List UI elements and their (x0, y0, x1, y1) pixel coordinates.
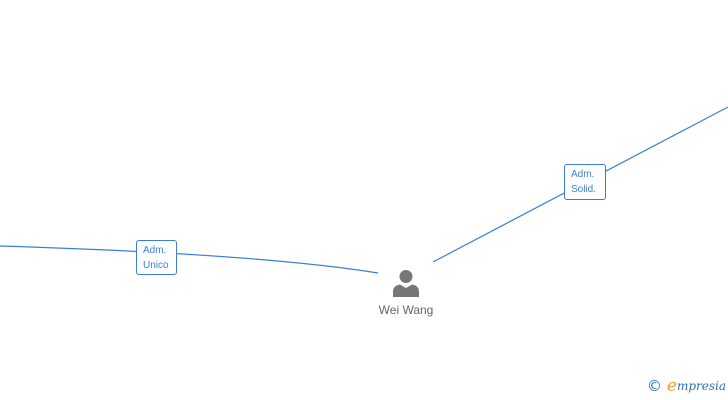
role-label-line2: Solid. (571, 184, 597, 195)
edge-left-company (0, 245, 379, 274)
role-label-line1: Adm. (143, 245, 167, 256)
role-label-line1: Adm. (571, 169, 595, 180)
person-icon (393, 270, 419, 297)
brand-logo-text: mpresia (676, 379, 726, 393)
copyright-icon: © (646, 377, 662, 395)
brand-logo: © e mpresia (647, 376, 726, 396)
person-node[interactable]: Wei Wang (368, 268, 444, 324)
person-name[interactable]: Wei Wang (378, 303, 434, 317)
role-label-line2: Unico (143, 260, 169, 271)
role-label-adm-unico[interactable]: Adm. Unico (136, 240, 177, 275)
role-label-adm-solid[interactable]: Adm. Solid. (564, 164, 606, 200)
brand-logo-initial: e (666, 376, 677, 396)
